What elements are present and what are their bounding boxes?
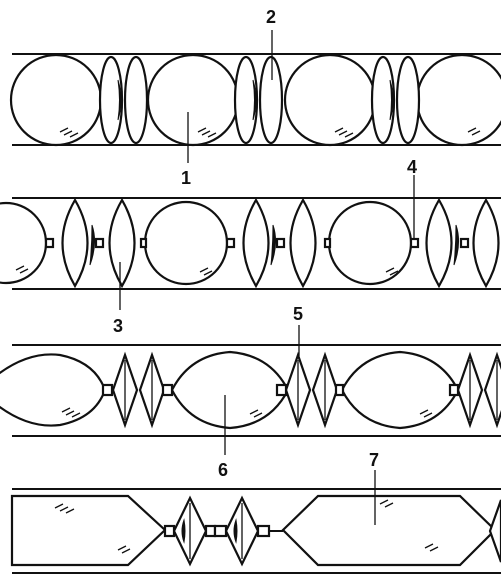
- large-cell: [0, 354, 105, 425]
- lens-cell: [110, 200, 135, 286]
- pore-connector: [163, 385, 172, 395]
- lens-shadow: [271, 225, 276, 265]
- lens-shadow: [454, 225, 459, 265]
- pore-connector: [336, 385, 343, 395]
- large-cell: [145, 202, 227, 284]
- lens-cell: [125, 57, 147, 143]
- large-cell: [12, 496, 165, 565]
- diamond-cell: [485, 355, 501, 425]
- pore-connector: [165, 526, 174, 536]
- diamond-cell: [490, 500, 501, 562]
- large-cell: [285, 55, 375, 145]
- lens-cell: [372, 57, 394, 143]
- lens-cell: [63, 200, 88, 286]
- label-5: 5: [293, 304, 303, 324]
- lens-cell: [291, 200, 316, 286]
- row-4: 7: [12, 450, 501, 573]
- lens-cell: [260, 57, 282, 143]
- lens-cell: [427, 200, 452, 286]
- pore-connector: [96, 239, 103, 247]
- label-1: 1: [181, 168, 191, 188]
- large-cell: [172, 352, 288, 428]
- large-cell: [329, 202, 411, 284]
- pore-connector: [103, 385, 112, 395]
- pore-connector: [277, 239, 284, 247]
- label-3: 3: [113, 316, 123, 336]
- large-cell: [342, 352, 458, 428]
- pore-connector: [325, 239, 330, 247]
- pore-connector: [206, 526, 215, 536]
- lens-cell: [474, 200, 499, 286]
- pore-connector: [215, 526, 226, 536]
- lens-cell: [244, 200, 269, 286]
- label-6: 6: [218, 460, 228, 480]
- large-cell: [283, 496, 495, 565]
- pore-connector: [46, 239, 53, 247]
- label-2: 2: [266, 7, 276, 27]
- lens-cell: [235, 57, 257, 143]
- pore-connector: [141, 239, 146, 247]
- pore-connector: [227, 239, 234, 247]
- row-3: 5 6: [0, 304, 501, 480]
- large-cell: [11, 55, 101, 145]
- large-cell: [417, 55, 501, 145]
- lens-cell: [100, 57, 122, 143]
- large-cell: [148, 55, 238, 145]
- lens-shadow: [90, 225, 95, 265]
- row-1: 1 2: [11, 7, 501, 188]
- pore-connector: [258, 526, 269, 536]
- pore-connector: [450, 385, 458, 395]
- lens-cell: [397, 57, 419, 143]
- row-2: 3 4: [0, 157, 501, 336]
- pore-connector: [277, 385, 286, 395]
- label-7: 7: [369, 450, 379, 470]
- label-4: 4: [407, 157, 417, 177]
- pore-connector: [411, 239, 418, 247]
- pore-connector: [461, 239, 468, 247]
